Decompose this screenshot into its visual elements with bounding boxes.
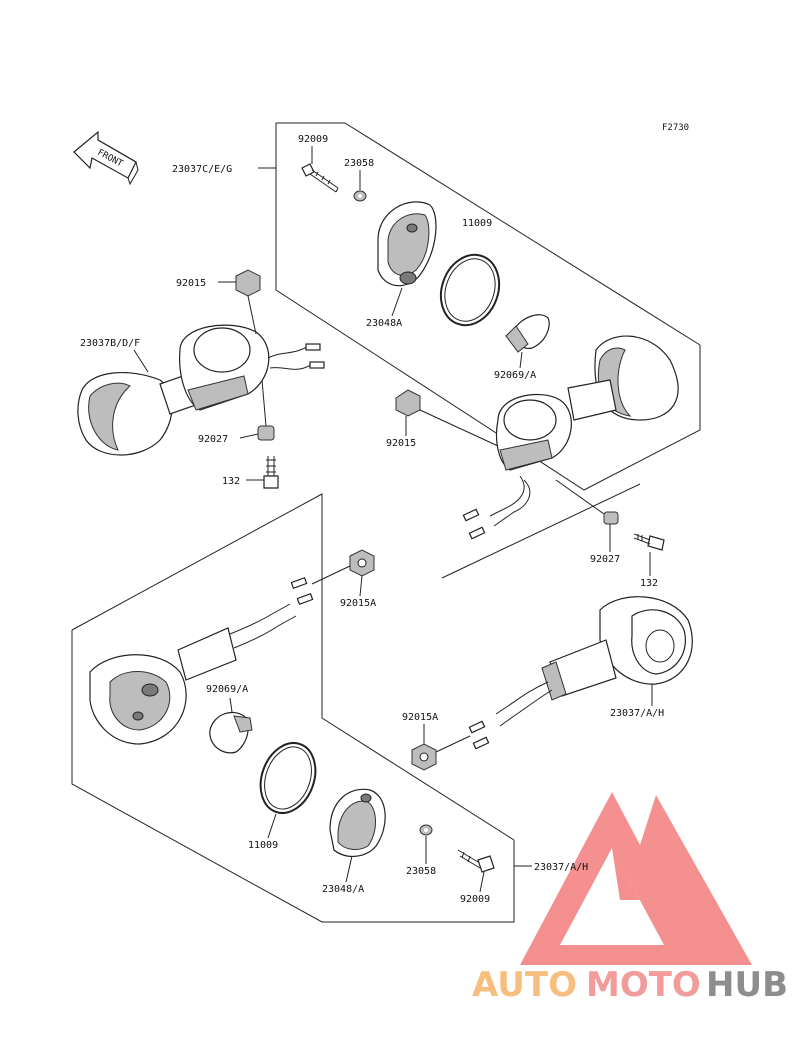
- label-right-nut: 92015: [386, 438, 416, 449]
- watermark-logo: AUTO MOTO HUB: [472, 792, 788, 1005]
- label-top-bolt: 92009: [298, 134, 328, 145]
- right-screw: [633, 533, 665, 551]
- label-top-washer: 23058: [344, 158, 374, 169]
- top-housing: [377, 201, 437, 287]
- watermark-auto: AUTO: [472, 965, 577, 1005]
- label-right-screw: 132: [640, 578, 658, 589]
- label-rear-assy-right: 23037/A/H: [610, 708, 664, 719]
- label-rear-nut-top: 92015A: [340, 598, 376, 609]
- right-collar: [603, 511, 619, 525]
- right-front-signal: [462, 335, 679, 540]
- label-left-screw: 132: [222, 476, 240, 487]
- left-front-signal: [77, 324, 325, 456]
- left-screw: [263, 456, 279, 489]
- label-rear-nut-mid: 92015A: [402, 712, 438, 723]
- label-right-collar: 92027: [590, 554, 620, 565]
- left-nut: [235, 269, 261, 297]
- top-bulb: [505, 314, 550, 353]
- rear-group-outline: [71, 483, 641, 923]
- label-left-collar: 92027: [198, 434, 228, 445]
- rear-right-signal: [435, 596, 693, 753]
- label-left-assy: 23037B/D/F: [80, 338, 140, 349]
- label-rear-gasket: 11009: [248, 840, 278, 851]
- label-rear-assy-bottom: 23037/A/H: [534, 862, 588, 873]
- rear-bolt: [457, 849, 495, 873]
- watermark-triangle: [520, 792, 752, 965]
- label-left-nut: 92015: [176, 278, 206, 289]
- top-lens-group-outline: [275, 122, 701, 491]
- label-top-housing: 23048A: [366, 318, 402, 329]
- label-rear-washer: 23058: [406, 866, 436, 877]
- top-bolt: [301, 163, 339, 193]
- label-rear-bolt: 92009: [460, 894, 490, 905]
- front-arrow-icon: FRONT: [73, 130, 139, 186]
- rear-bulb: [209, 711, 253, 754]
- label-top-gasket: 11009: [462, 218, 492, 229]
- left-collar: [257, 425, 275, 441]
- watermark-moto: MOTO: [586, 965, 701, 1005]
- label-rear-bulb: 92069/A: [206, 684, 248, 695]
- figure-code: F2730: [662, 123, 689, 133]
- top-gasket: [439, 253, 501, 327]
- label-top-bulb: 92069/A: [494, 370, 536, 381]
- watermark-hub: HUB: [706, 965, 788, 1005]
- rear-housing: [329, 788, 386, 857]
- right-nut: [395, 389, 421, 417]
- label-top-lens: 23037C/E/G: [172, 164, 232, 175]
- rear-gasket: [259, 742, 317, 814]
- rear-left-signal: [89, 565, 351, 745]
- label-rear-housing: 23048/A: [322, 884, 364, 895]
